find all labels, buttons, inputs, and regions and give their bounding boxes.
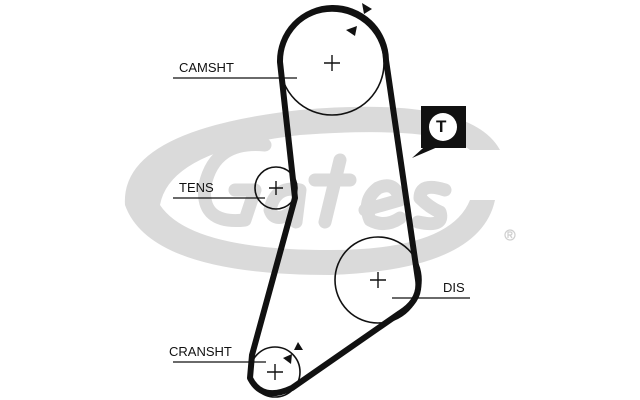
leader-lines bbox=[173, 77, 470, 363]
tensioner-pulley bbox=[254, 166, 298, 210]
distributor-label: DIS bbox=[443, 280, 465, 295]
registered-mark bbox=[504, 229, 516, 241]
cam-mark-outer-icon bbox=[362, 3, 372, 14]
crank-mark-outer-icon bbox=[294, 342, 303, 350]
timing-marks bbox=[283, 3, 372, 364]
tensioner-badge bbox=[412, 106, 466, 158]
timing-belt bbox=[247, 5, 422, 397]
center-marks bbox=[267, 55, 386, 380]
gates-watermark bbox=[124, 106, 516, 275]
tensioner-badge-letter: T bbox=[436, 117, 447, 136]
crankshaft-label: CRANSHT bbox=[169, 344, 232, 359]
crank-mark-inner-icon bbox=[283, 354, 292, 364]
cam-mark-inner-icon bbox=[346, 26, 357, 36]
tensioner-label: TENS bbox=[179, 180, 214, 195]
camshaft-label: CAMSHT bbox=[179, 60, 234, 75]
